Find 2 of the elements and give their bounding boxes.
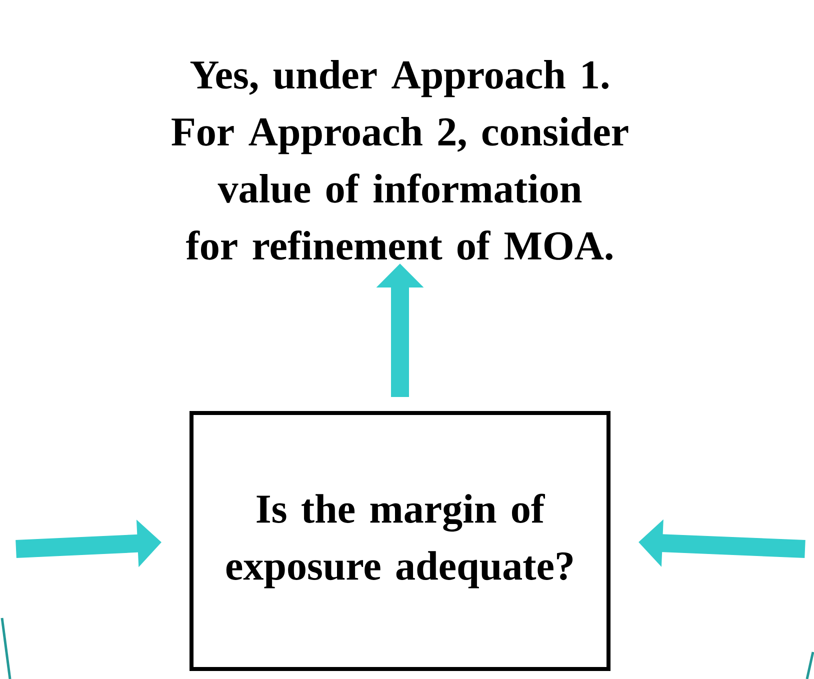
- question-box: Is the margin of exposure adequate?: [190, 411, 610, 671]
- answer-text: Yes, under Approach 1. For Approach 2, consider value of information for refinement of MOA.: [172, 60, 628, 260]
